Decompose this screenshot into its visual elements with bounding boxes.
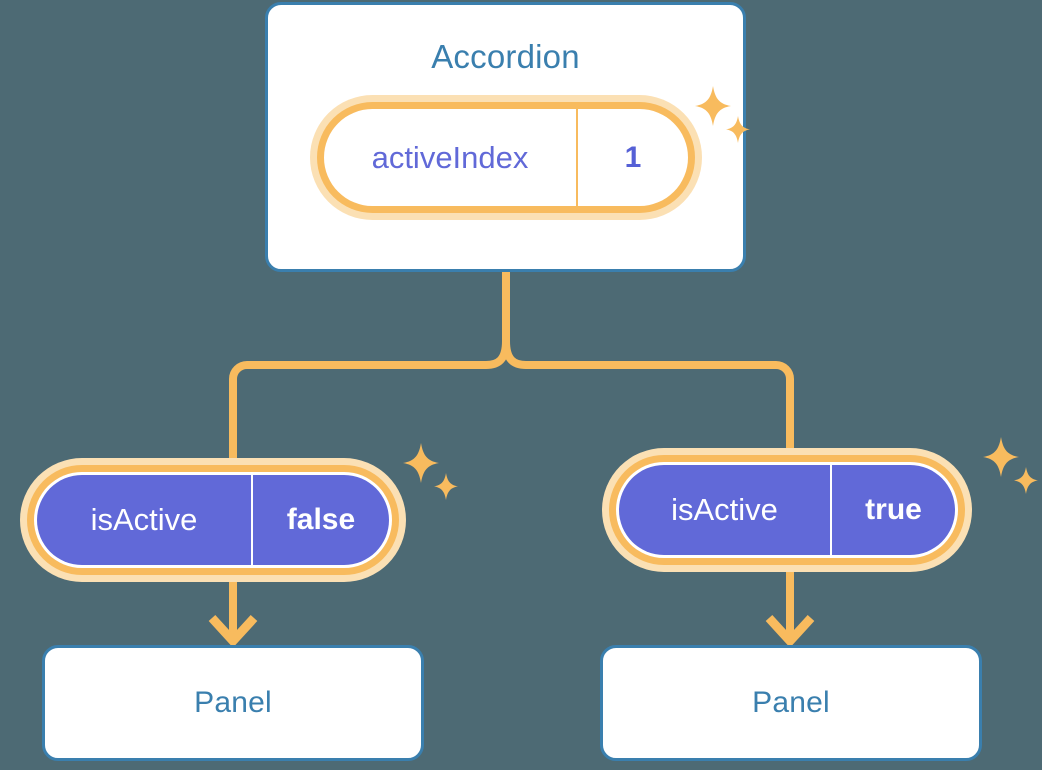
arrow-down-icon-right bbox=[765, 570, 815, 648]
prop-value-label: true bbox=[865, 493, 922, 526]
prop-value-label: false bbox=[286, 503, 356, 536]
state-pill-activeindex[interactable]: activeIndex 1 bbox=[310, 95, 702, 220]
pill-body: isActive false bbox=[34, 472, 392, 568]
pill-ring: activeIndex 1 bbox=[317, 102, 695, 213]
component-card-panel-left[interactable]: Panel bbox=[42, 645, 424, 761]
component-card-panel-right[interactable]: Panel bbox=[600, 645, 982, 761]
prop-key-label: isActive bbox=[619, 465, 832, 555]
pill-ring: isActive false bbox=[27, 465, 399, 575]
connector-branch-left bbox=[229, 337, 510, 466]
state-pill-isactive-left[interactable]: isActive false bbox=[20, 458, 406, 582]
sparkle-icon bbox=[983, 437, 1038, 494]
state-key-label: activeIndex bbox=[324, 109, 578, 206]
prop-key-label: isActive bbox=[37, 475, 253, 565]
pill-inner: isActive false bbox=[37, 475, 389, 565]
state-value-label: 1 bbox=[624, 140, 642, 174]
pill-ring: isActive true bbox=[609, 455, 965, 565]
component-title: Panel bbox=[752, 686, 830, 719]
component-title: Panel bbox=[194, 686, 272, 719]
pill-inner: isActive true bbox=[619, 465, 955, 555]
pill-body: activeIndex 1 bbox=[324, 109, 688, 206]
state-pill-isactive-right[interactable]: isActive true bbox=[602, 448, 972, 572]
pill-body: isActive true bbox=[616, 462, 958, 558]
connector-branch-right bbox=[502, 337, 794, 456]
component-title: Accordion bbox=[431, 38, 580, 75]
sparkle-icon bbox=[403, 443, 458, 500]
arrow-down-icon-left bbox=[208, 580, 258, 648]
